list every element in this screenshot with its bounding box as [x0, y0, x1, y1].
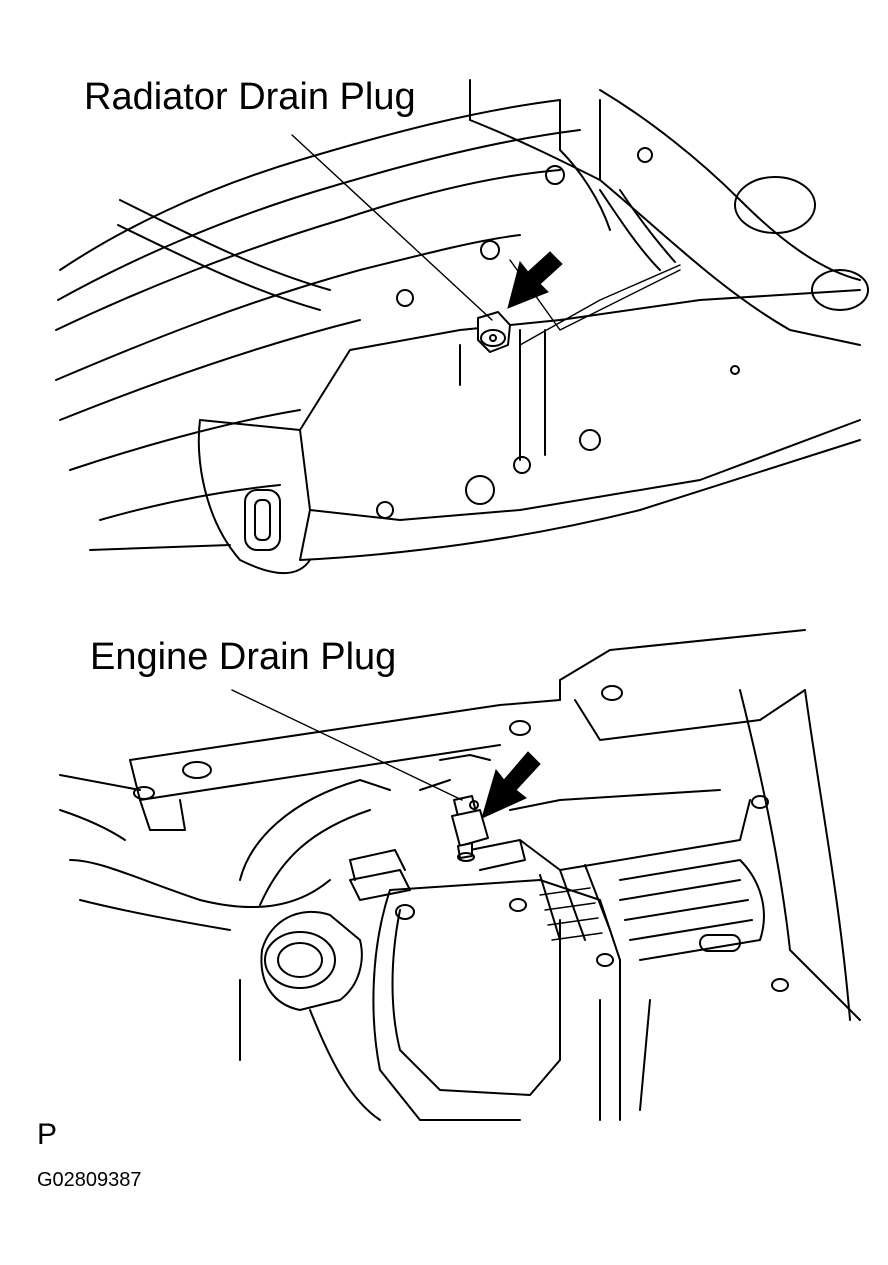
radiator-pointer-arrow-icon [507, 251, 563, 309]
radiator-drain-plug-label: Radiator Drain Plug [84, 76, 416, 118]
engine-block-linework [59, 629, 861, 1121]
corner-mark: P [37, 1118, 58, 1151]
radiator-leader-line [291, 134, 493, 321]
engine-drain-plug-part [451, 795, 489, 862]
oil-filter-part [260, 910, 363, 1011]
engine-drain-plug-label: Engine Drain Plug [90, 636, 397, 678]
radiator-lower-tank-linework [55, 79, 869, 575]
figure-id: G02809387 [37, 1169, 142, 1191]
engine-pointer-arrow-icon [481, 751, 541, 819]
engine-leader-line [231, 689, 463, 801]
radiator-drain-plug-part [477, 311, 511, 353]
